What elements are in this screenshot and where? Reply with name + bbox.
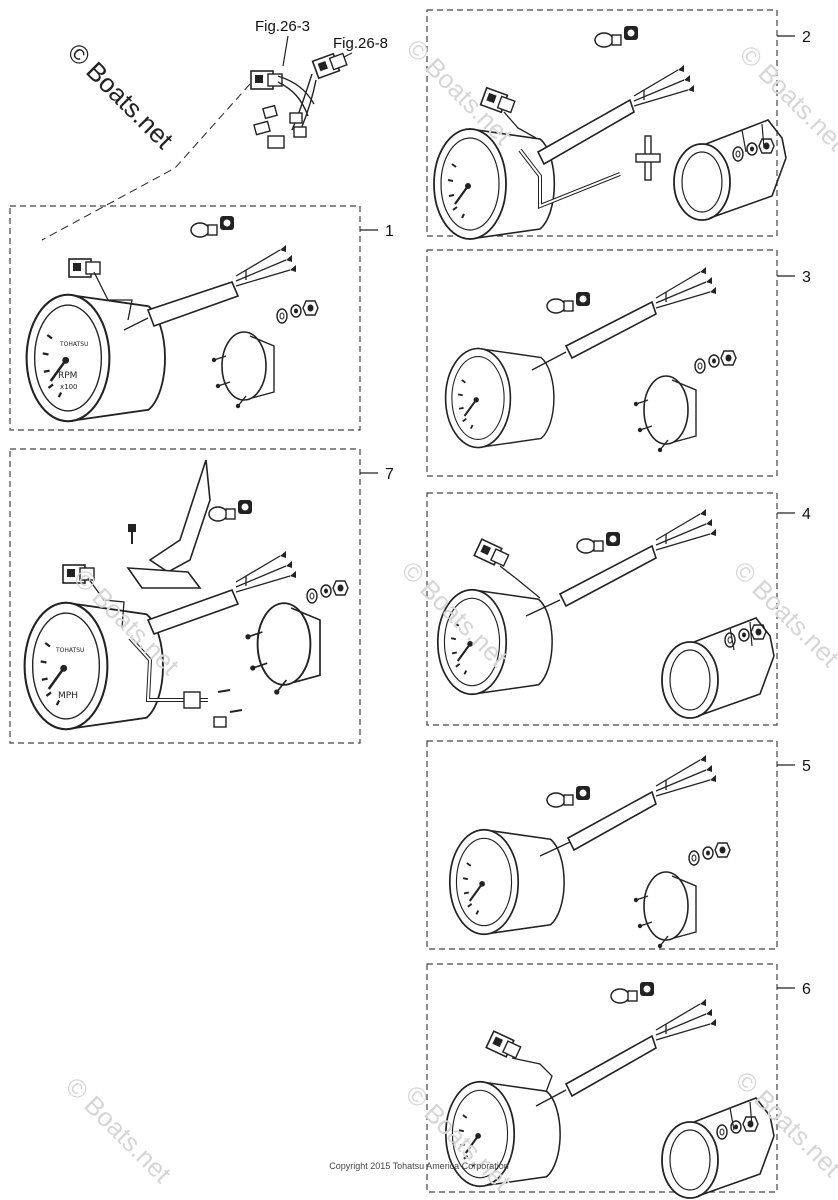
watermark: © Boats.net: [60, 1071, 178, 1189]
callout-3: 3: [802, 269, 811, 286]
panel-3: 3: [426, 249, 811, 477]
watermark-main: © Boats.net: [62, 37, 180, 155]
callout-6: 6: [802, 981, 811, 998]
wiring-harness: Fig.26-3 Fig.26-8: [41, 18, 388, 241]
gauge-multiplier-label: x100: [60, 383, 78, 391]
callout-2: 2: [802, 29, 811, 46]
panel-6: 6: [426, 963, 811, 1199]
panel-1: 1 TOHATSU RPM x100: [9, 205, 394, 431]
gauge-brand-7: TOHATSU: [55, 647, 84, 654]
callout-1: 1: [385, 223, 394, 240]
gauge-rpm-label: RPM: [58, 371, 77, 381]
panel-5: 5: [426, 740, 811, 950]
panel-7: 7 TOHATSU MPH: [9, 448, 394, 744]
gauge-mph-label: MPH: [58, 691, 78, 701]
copyright-notice: Copyright 2015 Tohatsu America Corporati…: [329, 1161, 508, 1171]
panel-2: 2: [426, 9, 811, 241]
gauge-brand-1: TOHATSU: [59, 341, 88, 348]
watermark: © Boats.net: [734, 39, 838, 157]
fig-ref-26-3: Fig.26-3: [255, 18, 310, 35]
callout-4: 4: [802, 506, 811, 523]
callout-5: 5: [802, 758, 811, 775]
watermark: © Boats.net: [728, 555, 838, 673]
panel-4: 4: [426, 492, 811, 726]
callout-7: 7: [385, 466, 394, 483]
fig-ref-26-8: Fig.26-8: [333, 35, 388, 52]
